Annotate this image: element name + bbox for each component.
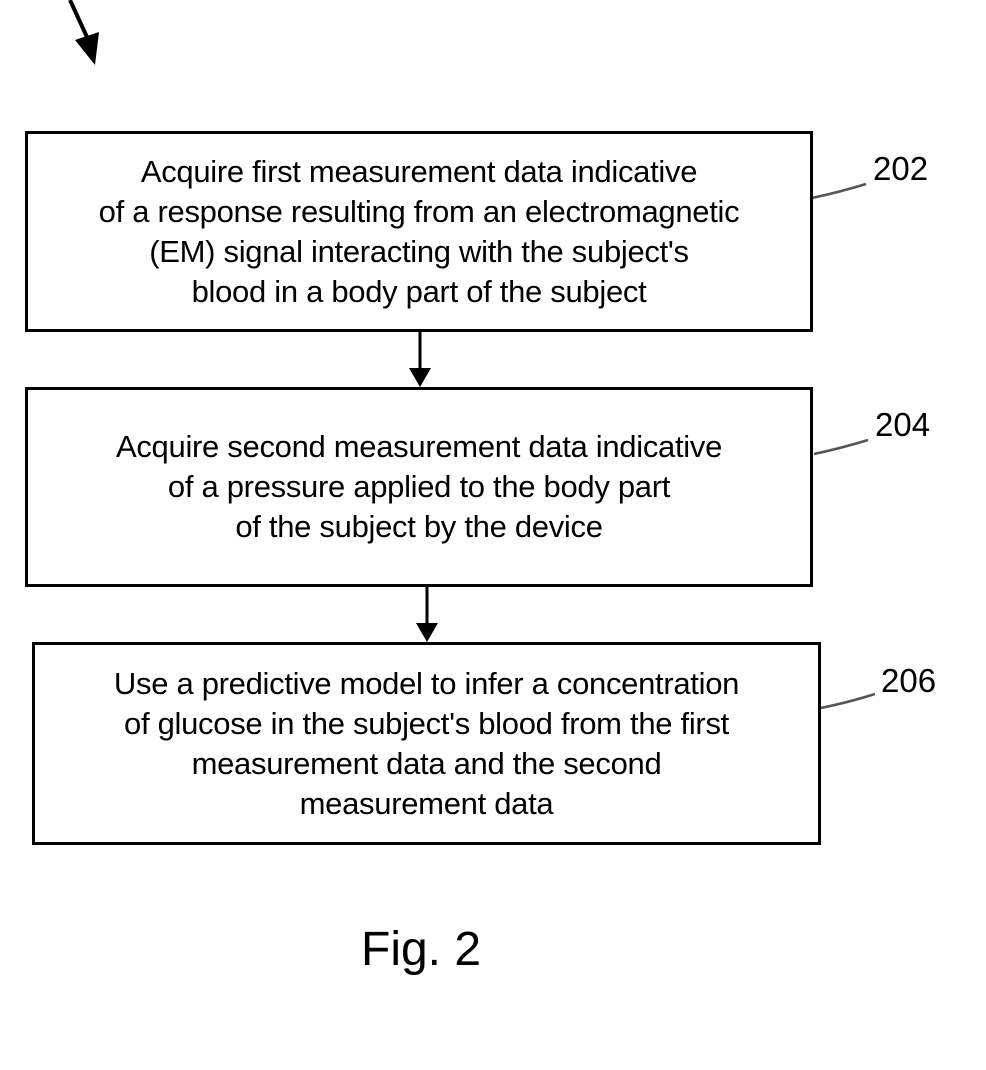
ref-label-204: 204: [875, 407, 930, 443]
step-box-204: Acquire second measurement data indicati…: [25, 387, 813, 587]
arrow-step-1-to-2: [409, 331, 431, 387]
ref-label-202: 202: [873, 151, 928, 187]
arrow-step-2-to-3: [416, 586, 438, 642]
figure-pointer-arrow: [70, 0, 99, 65]
figure-caption: Fig. 2: [361, 924, 481, 976]
step-text-202: Acquire first measurement data indicativ…: [99, 152, 740, 312]
leader-line-204: [814, 440, 868, 454]
step-box-202: Acquire first measurement data indicativ…: [25, 131, 813, 332]
step-text-204: Acquire second measurement data indicati…: [116, 427, 722, 547]
leader-line-202: [812, 184, 866, 198]
step-box-206: Use a predictive model to infer a concen…: [32, 642, 821, 845]
leader-line-206: [821, 694, 875, 708]
ref-label-206: 206: [881, 663, 936, 699]
step-text-206: Use a predictive model to infer a concen…: [114, 664, 739, 824]
